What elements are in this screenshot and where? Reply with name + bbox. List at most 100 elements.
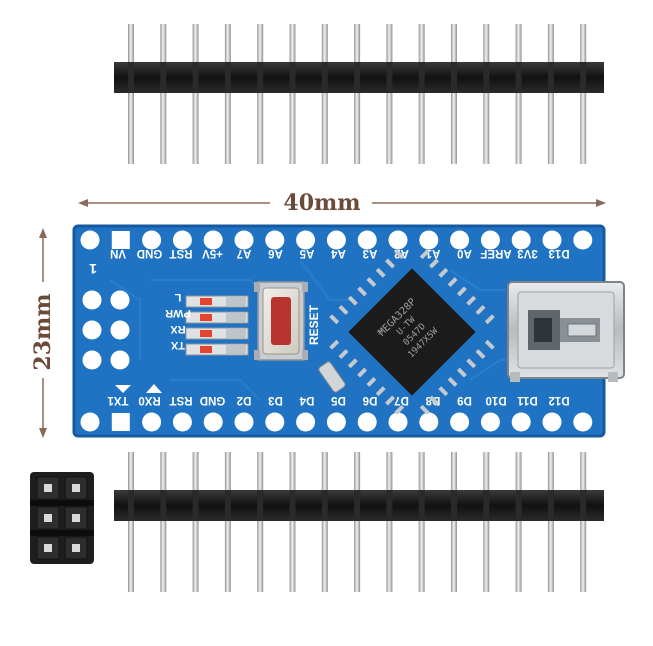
header-pin-slot [192,490,199,521]
chip-lead [475,305,486,315]
top-pin-label: A6 [268,247,283,259]
pin-pad [80,412,100,432]
top-pin-label: AREF [480,247,511,259]
header-pin-slot [451,62,457,93]
header-pin-slot [547,62,554,93]
icsp-divider [30,500,94,506]
header-pin [515,24,522,164]
bottom-pin-label: D6 [363,394,378,406]
header-pin [483,452,490,592]
bottom-pin-label: D7 [394,394,409,406]
pin-pad [296,412,316,432]
chip-lead [466,358,477,369]
pin-pad [203,230,223,250]
crystal-oscillator [318,361,346,393]
pin-pad [450,230,470,250]
width-dimension-label: 40mm [283,190,360,216]
chip-lead [357,367,368,378]
header-pin-slot [515,490,522,521]
header-pin-slot [451,490,457,521]
pin-pad [388,230,408,250]
header-pin [386,24,393,164]
header-pin [321,452,328,592]
header-pin-slot [224,62,231,93]
icsp-header-2x3 [30,472,94,564]
bottom-pin-label: D11 [517,394,538,406]
status-leds [185,295,249,356]
top-pin-label: A3 [363,247,378,259]
chip-lead [456,367,467,378]
led-resistor [226,313,246,322]
pin-pad [172,412,192,432]
chip-lead [447,277,458,288]
top-pin-label: A1 [425,247,440,259]
led-light [200,330,212,337]
chip-lead [329,314,340,325]
pin-pad [203,412,223,432]
header-pin-slot [289,490,296,521]
header-pin [580,452,587,592]
pin-pad [450,412,470,432]
header-pin [451,452,457,592]
header-pin-slot [224,490,231,521]
top-pin-label: A5 [299,247,314,259]
header-pin [547,24,554,164]
chip-lead [385,395,395,406]
header-pin [418,24,425,164]
icsp-pad [82,290,102,310]
icsp-pin-tip [44,544,52,552]
top-pin-label: A7 [237,247,252,259]
pin-pad [480,230,500,250]
header-pin-slot [160,490,167,521]
header-pin [257,452,264,592]
bottom-pin-labels: TX1RX0RSTGNDD2D3D4D5D6D7D8D9D10D11D12 [107,394,570,406]
header-pin-slot [547,490,554,521]
header-pin [192,24,199,164]
header-pin [386,452,393,592]
header-pin-slot [257,62,264,93]
pin-pad [542,412,562,432]
led-resistor [226,329,246,338]
top-pin-header [114,24,604,164]
header-pin-slot [386,62,393,93]
header-pin-slot [289,62,296,93]
bottom-pin-label: D4 [299,394,314,406]
header-pin-slot [192,62,199,93]
icsp-pad [110,350,130,370]
header-pin [515,452,522,592]
reset-button-cap [271,297,291,345]
icsp-divider [30,530,94,536]
pin-pad [265,412,285,432]
header-pin [224,24,231,164]
header-pin [289,452,296,592]
bottom-pin-header [114,452,604,592]
led-label: RX [170,323,186,335]
chip-lead [419,404,430,415]
pin-pad [388,412,408,432]
led-package [185,295,249,308]
icsp-pin-tip [44,484,52,492]
bottom-pin-label: D2 [237,394,252,406]
chip-lead [447,376,458,387]
led-label: PWR [165,307,191,319]
chip-lead [366,376,377,387]
chip-lead [375,386,386,397]
height-dimension: 23mm [30,228,56,438]
header-pin-slot [257,490,264,521]
pin-pad [296,230,316,250]
top-pin-label: GND [137,247,163,259]
chip-lead [429,258,439,269]
bottom-pin-label: D10 [485,394,506,406]
top-pin-pads [80,230,593,250]
led-resistor [226,297,246,306]
bottom-pin-label: D9 [457,394,472,406]
header-pin-slot [418,490,425,521]
chip-leads [329,249,495,415]
header-pin-slot [354,490,361,521]
header-pin [224,452,231,592]
header-pin-slot [354,62,361,93]
icsp-pin-tip [72,484,80,492]
led-light [200,346,212,353]
triangle-up-marker [146,384,162,393]
